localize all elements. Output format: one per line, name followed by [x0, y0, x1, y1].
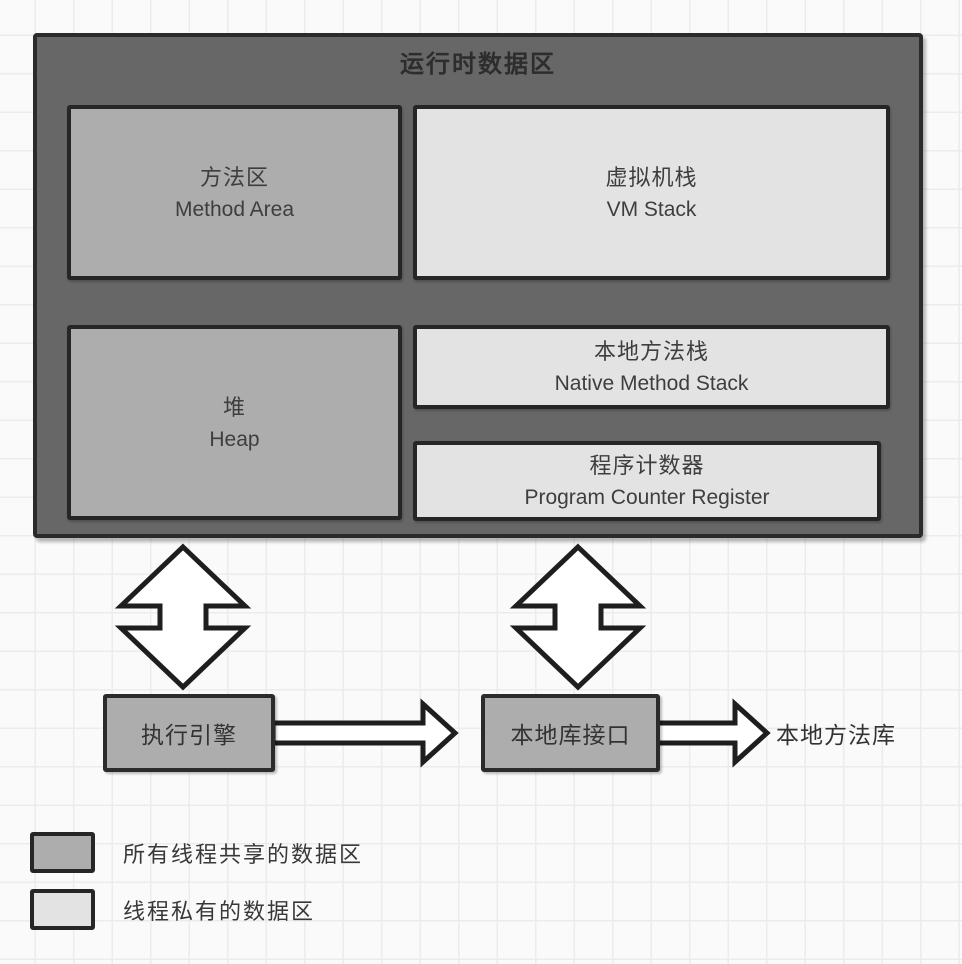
heap-label-zh: 堆	[222, 394, 246, 420]
native-method-stack-box: 本地方法栈 Native Method Stack	[413, 325, 890, 409]
heap-box: 堆 Heap	[67, 325, 402, 520]
native-method-library-label: 本地方法库	[776, 722, 896, 748]
right-arrow-icon-interface-to-library	[654, 698, 771, 768]
vm-stack-label-en: VM Stack	[606, 197, 697, 221]
shared-legend-label: 所有线程共享的数据区	[123, 841, 364, 867]
execution-engine-box: 执行引擎	[103, 694, 275, 772]
heap-label-en: Heap	[209, 427, 260, 451]
right-arrow-icon-engine-to-interface	[270, 698, 459, 768]
double-arrow-icon-left	[114, 543, 252, 691]
private-swatch	[30, 889, 95, 930]
double-arrow-icon-right	[509, 543, 647, 691]
native-method-stack-label-en: Native Method Stack	[554, 372, 749, 395]
vm-stack-box: 虚拟机栈 VM Stack	[413, 105, 890, 280]
legend-item-private: 线程私有的数据区	[30, 889, 315, 930]
vm-stack-label-zh: 虚拟机栈	[605, 164, 698, 190]
private-legend-label: 线程私有的数据区	[123, 898, 316, 924]
runtime-data-area-container: 运行时数据区 方法区 Method Area 虚拟机栈 VM Stack 堆 H…	[33, 33, 923, 538]
native-interface-box: 本地库接口	[481, 694, 660, 772]
program-counter-label-zh: 程序计数器	[589, 453, 705, 478]
program-counter-box: 程序计数器 Program Counter Register	[413, 441, 881, 521]
method-area-label-en: Method Area	[174, 197, 295, 221]
method-area-label-zh: 方法区	[199, 164, 269, 190]
shared-swatch	[30, 832, 95, 873]
execution-engine-label: 执行引擎	[141, 722, 237, 748]
program-counter-label-en: Program Counter Register	[524, 486, 770, 509]
native-method-stack-label-zh: 本地方法栈	[593, 339, 709, 364]
runtime-data-area-title: 运行时数据区	[400, 51, 556, 78]
native-interface-label: 本地库接口	[510, 722, 631, 748]
method-area-box: 方法区 Method Area	[67, 105, 402, 280]
legend-item-shared: 所有线程共享的数据区	[30, 832, 363, 873]
